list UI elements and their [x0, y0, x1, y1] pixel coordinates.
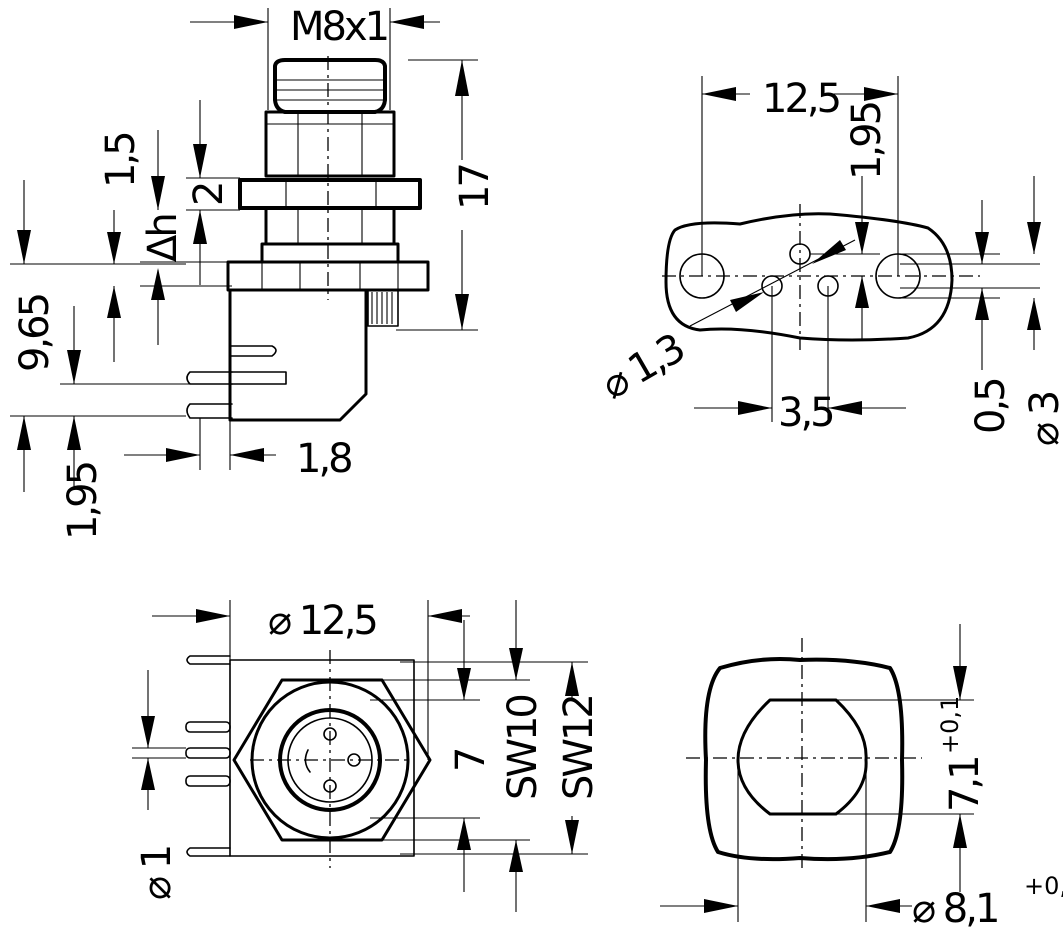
dim-1-95-pin: 1,95	[60, 463, 106, 540]
dim-dia-3: ⌀ 3	[1022, 392, 1063, 446]
dim-2: 2	[186, 184, 232, 206]
dim-7: 7	[448, 749, 494, 772]
dim-0-5: 0,5	[968, 379, 1014, 434]
dim-7-1-tolerance: +0,1	[936, 696, 964, 754]
dim-1-5: 1,5	[98, 133, 144, 188]
dim-1-8: 1,8	[296, 436, 351, 482]
dim-m8x1: M8x1	[290, 4, 387, 50]
dim-dia-12-5: ⌀ 12,5	[268, 598, 376, 644]
dim-7-1: 7,1	[942, 757, 988, 812]
dim-dia-1: ⌀ 1	[134, 847, 180, 900]
dim-8-1-tolerance: +0,1	[1024, 872, 1063, 900]
dim-12-5-top: 12,5	[762, 76, 839, 122]
dim-sw12: SW12	[556, 696, 602, 800]
dim-sw10: SW10	[500, 696, 546, 800]
dim-17: 17	[452, 165, 498, 210]
front-view: ⌀ 12,5 ⌀ 1 7 SW10 SW12	[132, 598, 602, 912]
panel-cutout-view: 7,1 +0,1 ⌀ 8,1 +0,1	[660, 624, 1063, 932]
pcb-layout-view: 12,5 1,95 ⌀ 1,3 3,5 0,5 ⌀ 3	[594, 76, 1063, 446]
dim-9-65: 9,65	[12, 295, 58, 372]
dim-delta-h: Δh	[140, 215, 186, 262]
side-view: M8x1 17 2 1,5 Δh	[10, 4, 498, 540]
dim-dia-1-3: ⌀ 1,3	[594, 326, 691, 409]
dim-1-95-top: 1,95	[844, 103, 890, 180]
dim-dia-8-1: ⌀ 8,1	[912, 886, 997, 932]
dim-3-5: 3,5	[778, 390, 833, 436]
